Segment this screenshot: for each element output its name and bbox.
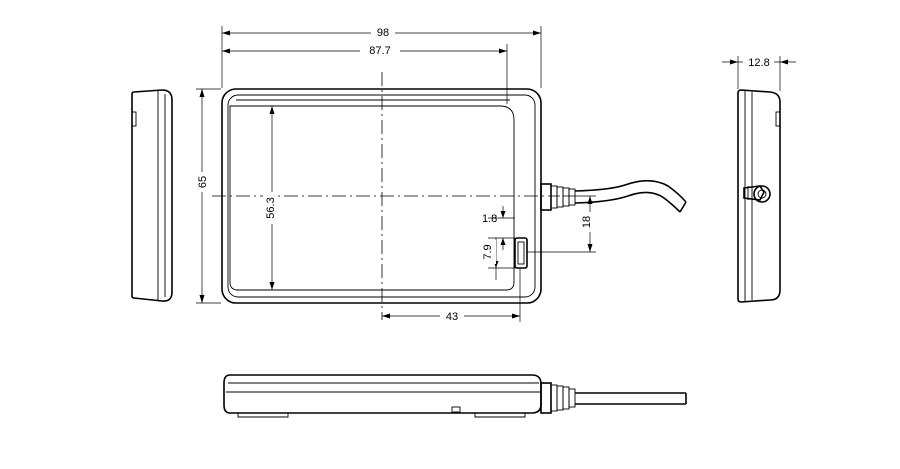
dim-side-thickness: 12.8: [722, 55, 796, 91]
dim-inner-height: 56.3: [263, 106, 277, 290]
dim-port-height: 7.9: [482, 238, 515, 280]
cable-front: [540, 179, 687, 213]
left-side-view: [131, 89, 173, 302]
right-side-view: [737, 89, 781, 303]
label-87-7: 87.7: [369, 45, 390, 57]
label-1-8: 1.8: [482, 213, 497, 225]
dim-port-to-center: 43: [382, 268, 521, 323]
dim-cable-center: 18: [527, 195, 596, 253]
dim-overall-width: 98: [221, 25, 542, 88]
dim-overall-height: 65: [195, 88, 221, 304]
label-7-9: 7.9: [482, 244, 494, 259]
label-18: 18: [581, 216, 593, 228]
label-12-8: 12.8: [748, 57, 769, 69]
bottom-view: [223, 374, 687, 418]
label-56-3: 56.3: [265, 197, 277, 218]
label-98: 98: [377, 27, 389, 39]
label-65: 65: [197, 176, 209, 188]
label-43: 43: [446, 311, 458, 323]
dim-inner-width: 87.7: [222, 43, 508, 104]
dim-port-offset: 1.8: [482, 206, 515, 250]
